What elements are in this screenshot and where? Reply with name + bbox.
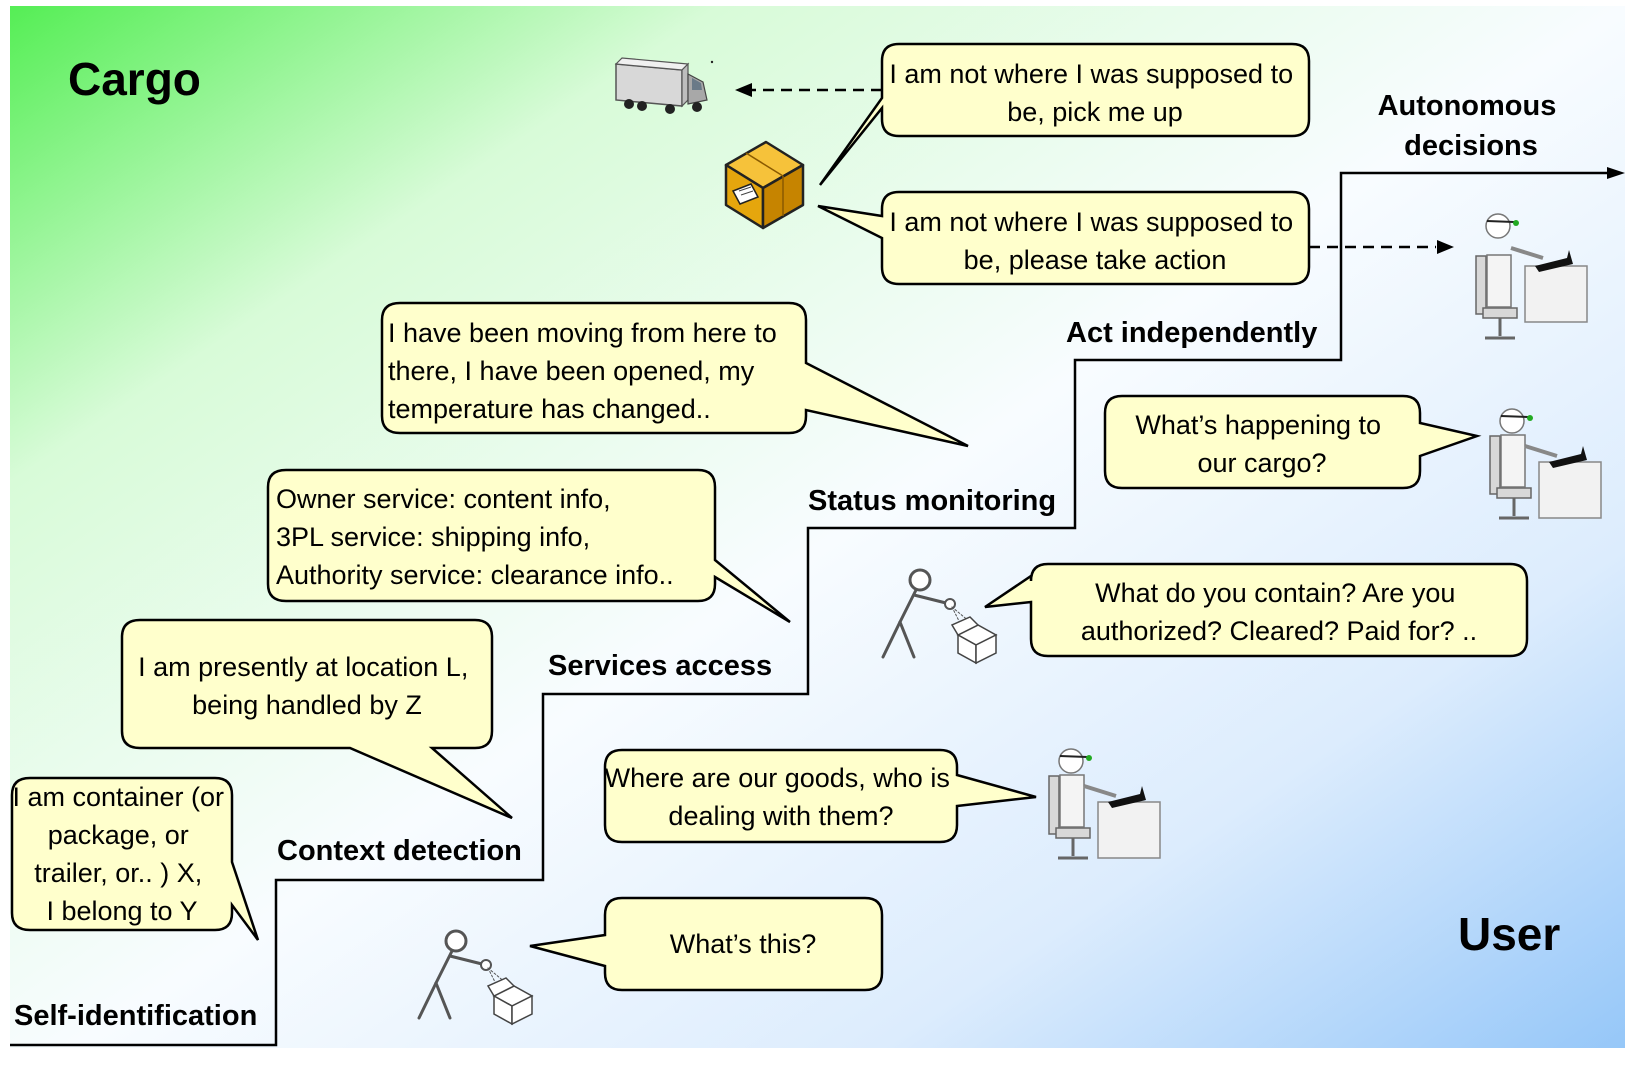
bubble-where-goods-line-2: dealing with them? (668, 801, 893, 831)
bubble-status-line-2: there, I have been opened, my (388, 356, 755, 386)
bubble-status-line-1: I have been moving from here to (388, 318, 777, 348)
bubble-services-line-2: 3PL service: shipping info, (276, 522, 590, 552)
svg-text:What’s happening to our: What’s happening to our cargo? (1135, 410, 1388, 478)
svg-text:I am presently at location L,: I am presently at location L, being hand… (138, 652, 476, 720)
bubble-take-action-line-2: be, please take action (964, 245, 1227, 275)
step-act-independently: Act independently (1066, 317, 1317, 349)
bubble-self-id-line-1: I am container (or (12, 782, 224, 812)
bubble-where-goods-line-1: Where are our goods, who is (605, 763, 950, 793)
desk-operator-icon-3 (1475, 213, 1588, 340)
svg-text:What’s this?: What’s this? (670, 929, 817, 959)
svg-text:What do you contain? Are you: What do you contain? Are you authorized?… (1081, 578, 1477, 646)
truck-icon (614, 57, 714, 114)
bubble-pick-up: I am not where I was supposed to be, pic… (818, 42, 1311, 186)
arrow-to-operator (1309, 240, 1454, 254)
bubble-services: Owner service: content info, 3PL service… (266, 468, 791, 624)
svg-text:Owner service: content info,: Owner service: content info, 3PL service… (276, 484, 674, 590)
staircase-arrowhead (1607, 167, 1625, 179)
bubble-happening: What’s happening to our cargo? (1103, 394, 1482, 490)
svg-text:I am not where I was supposed: I am not where I was supposed to be, pic… (889, 59, 1300, 127)
desk-operator-icon-2 (1489, 408, 1602, 520)
scanned-box-icon (486, 977, 534, 1026)
cargo-label: Cargo (68, 53, 201, 105)
bubble-contain-line-1: What do you contain? Are you (1095, 578, 1455, 608)
bubble-self-id-line-4: I belong to Y (46, 896, 197, 926)
bubble-pick-up-line-1: I am not where I was supposed to (889, 59, 1293, 89)
bubble-status: I have been moving from here to there, I… (380, 301, 969, 448)
bubble-take-action: I am not where I was supposed to be, ple… (817, 190, 1311, 286)
step-autonomous-line-2: decisions (1404, 130, 1538, 162)
bubble-contain-line-2: authorized? Cleared? Paid for? .. (1081, 616, 1477, 646)
bubble-happening-line-2: our cargo? (1197, 448, 1326, 478)
bubble-services-line-1: Owner service: content info, (276, 484, 611, 514)
svg-text:Where are our goods, who is: Where are our goods, who is dealing with… (605, 763, 958, 831)
step-status-monitoring: Status monitoring (808, 485, 1056, 517)
step-autonomous-line-1: Autonomous (1378, 90, 1557, 122)
bubble-self-id-line-2: package, or (48, 820, 189, 850)
bubble-pick-up-line-2: be, pick me up (1007, 97, 1183, 127)
person-scanning-icon-2 (881, 568, 977, 659)
bubble-happening-line-1: What’s happening to (1135, 410, 1381, 440)
bubble-whats-this: What’s this? (529, 896, 884, 992)
bubble-self-id-line-3: trailer, or.. ) X, (34, 858, 202, 888)
user-label: User (1458, 908, 1560, 960)
package-box-icon (724, 140, 805, 230)
step-autonomous-decisions: Autonomous decisions (1378, 90, 1565, 162)
person-scanning-icon (417, 929, 513, 1020)
bubble-self-id: I am container (or package, or trailer, … (10, 776, 260, 941)
svg-text:I am not where I was supposed: I am not where I was supposed to be, ple… (889, 207, 1300, 275)
step-context-detection: Context detection (277, 835, 522, 867)
arrow-to-truck (735, 83, 882, 97)
step-self-identification: Self-identification (14, 1000, 257, 1032)
step-services-access: Services access (548, 650, 772, 682)
bubble-context-line-2: being handled by Z (192, 690, 422, 720)
svg-text:I am container (or packa: I am container (or package, or trailer, … (12, 782, 231, 926)
bubble-services-line-3: Authority service: clearance info.. (276, 560, 674, 590)
desk-operator-icon-1 (1048, 748, 1161, 860)
bubble-whats-this-line-1: What’s this? (670, 929, 817, 959)
staircase-line (10, 171, 1610, 1047)
bubble-context: I am presently at location L, being hand… (120, 618, 513, 820)
bubble-take-action-line-1: I am not where I was supposed to (889, 207, 1293, 237)
bubble-status-line-3: temperature has changed.. (388, 394, 711, 424)
bubble-contain: What do you contain? Are you authorized?… (984, 562, 1529, 658)
scanned-box-icon-2 (950, 616, 998, 665)
bubble-where-goods: Where are our goods, who is dealing with… (603, 748, 1037, 844)
bubble-context-line-1: I am presently at location L, (138, 652, 468, 682)
svg-text:I have been moving from here t: I have been moving from here to there, I… (388, 318, 784, 424)
